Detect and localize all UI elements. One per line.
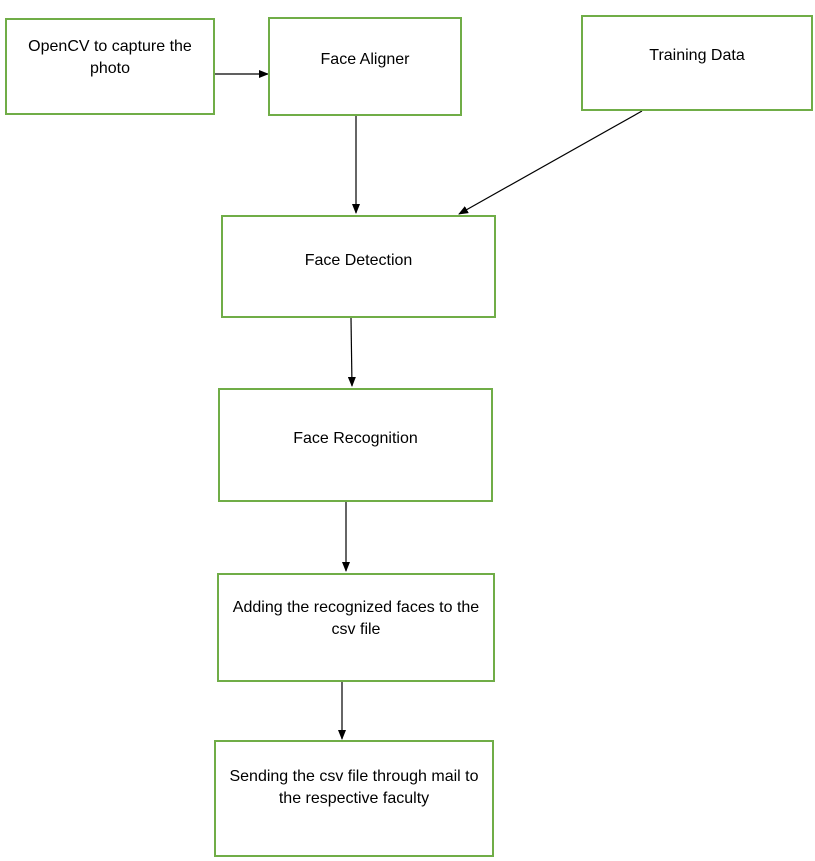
node-capture: OpenCV to capture the photo <box>5 18 215 115</box>
node-capture-label: OpenCV to capture the photo <box>28 38 192 77</box>
node-training-data: Training Data <box>581 15 813 111</box>
node-send-mail: Sending the csv file through mail to the… <box>214 740 494 857</box>
node-face-aligner-label: Face Aligner <box>320 51 410 68</box>
node-face-detection-label: Face Detection <box>304 252 413 269</box>
node-face-recognition-label: Face Recognition <box>293 430 418 447</box>
edge-training-to-detection <box>458 110 643 215</box>
node-face-aligner: Face Aligner <box>268 17 462 116</box>
edge-detection-to-recognition <box>347 317 356 387</box>
node-add-to-csv-label: Adding the recognized faces to the csv f… <box>232 599 480 638</box>
node-send-mail-label: Sending the csv file through mail to the… <box>229 768 479 807</box>
node-training-data-label: Training Data <box>649 47 745 64</box>
node-face-recognition: Face Recognition <box>218 388 493 502</box>
node-add-to-csv: Adding the recognized faces to the csv f… <box>217 573 495 682</box>
node-face-detection: Face Detection <box>221 215 496 318</box>
